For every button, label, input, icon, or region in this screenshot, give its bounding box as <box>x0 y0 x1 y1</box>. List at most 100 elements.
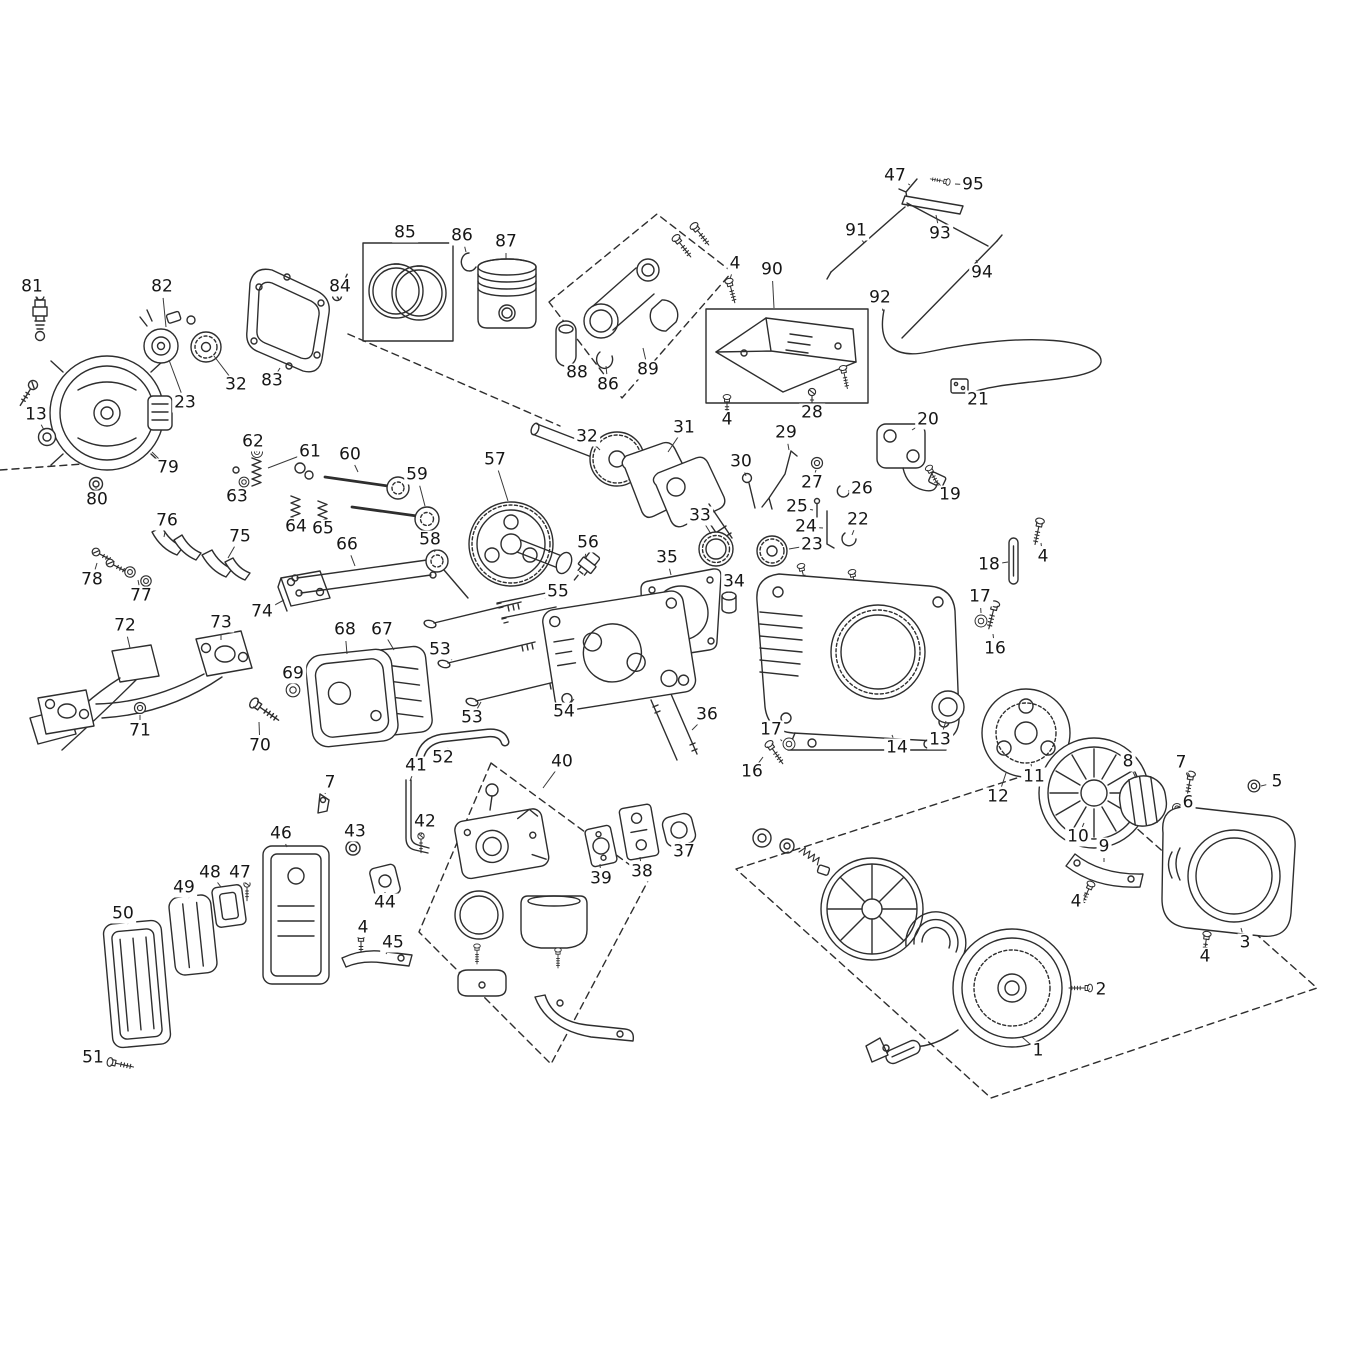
part-label-57: 57 <box>482 449 508 470</box>
part-label-38: 38 <box>629 861 655 882</box>
part-label-78: 78 <box>79 569 105 590</box>
part-label-34: 34 <box>721 571 747 592</box>
part-label-84: 84 <box>327 276 353 297</box>
part-label-14: 14 <box>884 737 910 758</box>
part-governor-arm <box>741 450 857 549</box>
part-label-29: 29 <box>773 422 799 443</box>
part-label-35: 35 <box>654 547 680 568</box>
part-label-7: 7 <box>1173 752 1189 773</box>
part-governor-linkage <box>826 175 1102 395</box>
part-label-4: 4 <box>719 409 735 430</box>
part-label-63: 63 <box>224 486 250 507</box>
part-label-92: 92 <box>867 287 893 308</box>
part-label-91: 91 <box>843 220 869 241</box>
part-label-51: 51 <box>80 1047 106 1068</box>
part-label-16: 16 <box>739 761 765 782</box>
part-label-4: 4 <box>1068 891 1084 912</box>
part-label-2: 2 <box>1093 979 1109 1000</box>
part-label-49: 49 <box>171 877 197 898</box>
part-label-74: 74 <box>249 601 275 622</box>
part-label-4: 4 <box>1197 946 1213 967</box>
part-label-27: 27 <box>799 472 825 493</box>
part-label-46: 46 <box>268 823 294 844</box>
part-label-17: 17 <box>967 586 993 607</box>
part-label-79: 79 <box>155 457 181 478</box>
part-label-33: 33 <box>687 505 713 526</box>
part-recoil-starter <box>752 828 1093 1065</box>
part-carburetor <box>317 779 635 1042</box>
part-label-18: 18 <box>976 554 1002 575</box>
part-label-20: 20 <box>915 409 941 430</box>
part-label-13: 13 <box>23 404 49 425</box>
part-label-31: 31 <box>671 417 697 438</box>
part-label-3: 3 <box>1237 932 1253 953</box>
part-label-83: 83 <box>259 370 285 391</box>
part-label-61: 61 <box>297 441 323 462</box>
part-label-88: 88 <box>564 362 590 383</box>
part-label-26: 26 <box>849 478 875 499</box>
part-label-19: 19 <box>937 484 963 505</box>
part-label-66: 66 <box>334 534 360 555</box>
part-label-64: 64 <box>283 516 309 537</box>
part-label-87: 87 <box>493 231 519 252</box>
part-starter-cup <box>1118 769 1261 827</box>
part-starter-pulley-plate <box>981 688 1071 778</box>
part-label-42: 42 <box>412 811 438 832</box>
part-label-5: 5 <box>1269 771 1285 792</box>
part-label-76: 76 <box>154 510 180 531</box>
part-label-62: 62 <box>240 431 266 452</box>
part-label-24: 24 <box>793 516 819 537</box>
part-rotor-and-gear <box>139 309 222 364</box>
part-label-73: 73 <box>208 612 234 633</box>
part-label-95: 95 <box>960 174 986 195</box>
part-ignition-coil <box>876 378 969 492</box>
part-breather-tube <box>415 728 510 762</box>
part-label-67: 67 <box>369 619 395 640</box>
part-label-86: 86 <box>449 225 475 246</box>
part-label-93: 93 <box>927 223 953 244</box>
part-label-53: 53 <box>427 639 453 660</box>
part-label-50: 50 <box>110 903 136 924</box>
part-label-21: 21 <box>965 389 991 410</box>
part-label-52: 52 <box>430 747 456 768</box>
part-label-6: 6 <box>1180 792 1196 813</box>
part-label-12: 12 <box>985 786 1011 807</box>
part-label-68: 68 <box>332 619 358 640</box>
part-connecting-rod <box>555 220 740 370</box>
part-label-4: 4 <box>1035 546 1051 567</box>
part-label-59: 59 <box>404 464 430 485</box>
part-label-56: 56 <box>575 532 601 553</box>
part-label-47: 47 <box>227 862 253 883</box>
part-label-45: 45 <box>380 932 406 953</box>
part-label-48: 48 <box>197 862 223 883</box>
part-label-17: 17 <box>758 719 784 740</box>
part-label-77: 77 <box>128 585 154 606</box>
part-spark-plug-small <box>573 551 601 581</box>
part-label-70: 70 <box>247 735 273 756</box>
part-label-58: 58 <box>417 529 443 550</box>
part-label-13: 13 <box>927 729 953 750</box>
part-label-7: 7 <box>322 772 338 793</box>
part-label-36: 36 <box>694 704 720 725</box>
part-main-bearing <box>698 531 788 567</box>
part-fan-housing <box>49 355 173 471</box>
part-label-39: 39 <box>588 868 614 889</box>
part-piston <box>477 258 537 329</box>
part-label-55: 55 <box>545 581 571 602</box>
part-label-65: 65 <box>310 518 336 539</box>
part-label-28: 28 <box>799 402 825 423</box>
part-label-53: 53 <box>459 707 485 728</box>
part-label-40: 40 <box>549 751 575 772</box>
part-label-11: 11 <box>1021 766 1047 787</box>
part-camshaft <box>468 501 573 587</box>
part-label-37: 37 <box>671 841 697 862</box>
part-label-94: 94 <box>969 262 995 283</box>
part-piston-rings <box>362 242 477 342</box>
part-label-69: 69 <box>280 663 306 684</box>
part-label-1: 1 <box>1030 1040 1046 1061</box>
part-push-rods <box>291 549 469 599</box>
part-label-72: 72 <box>112 615 138 636</box>
part-label-82: 82 <box>149 276 175 297</box>
